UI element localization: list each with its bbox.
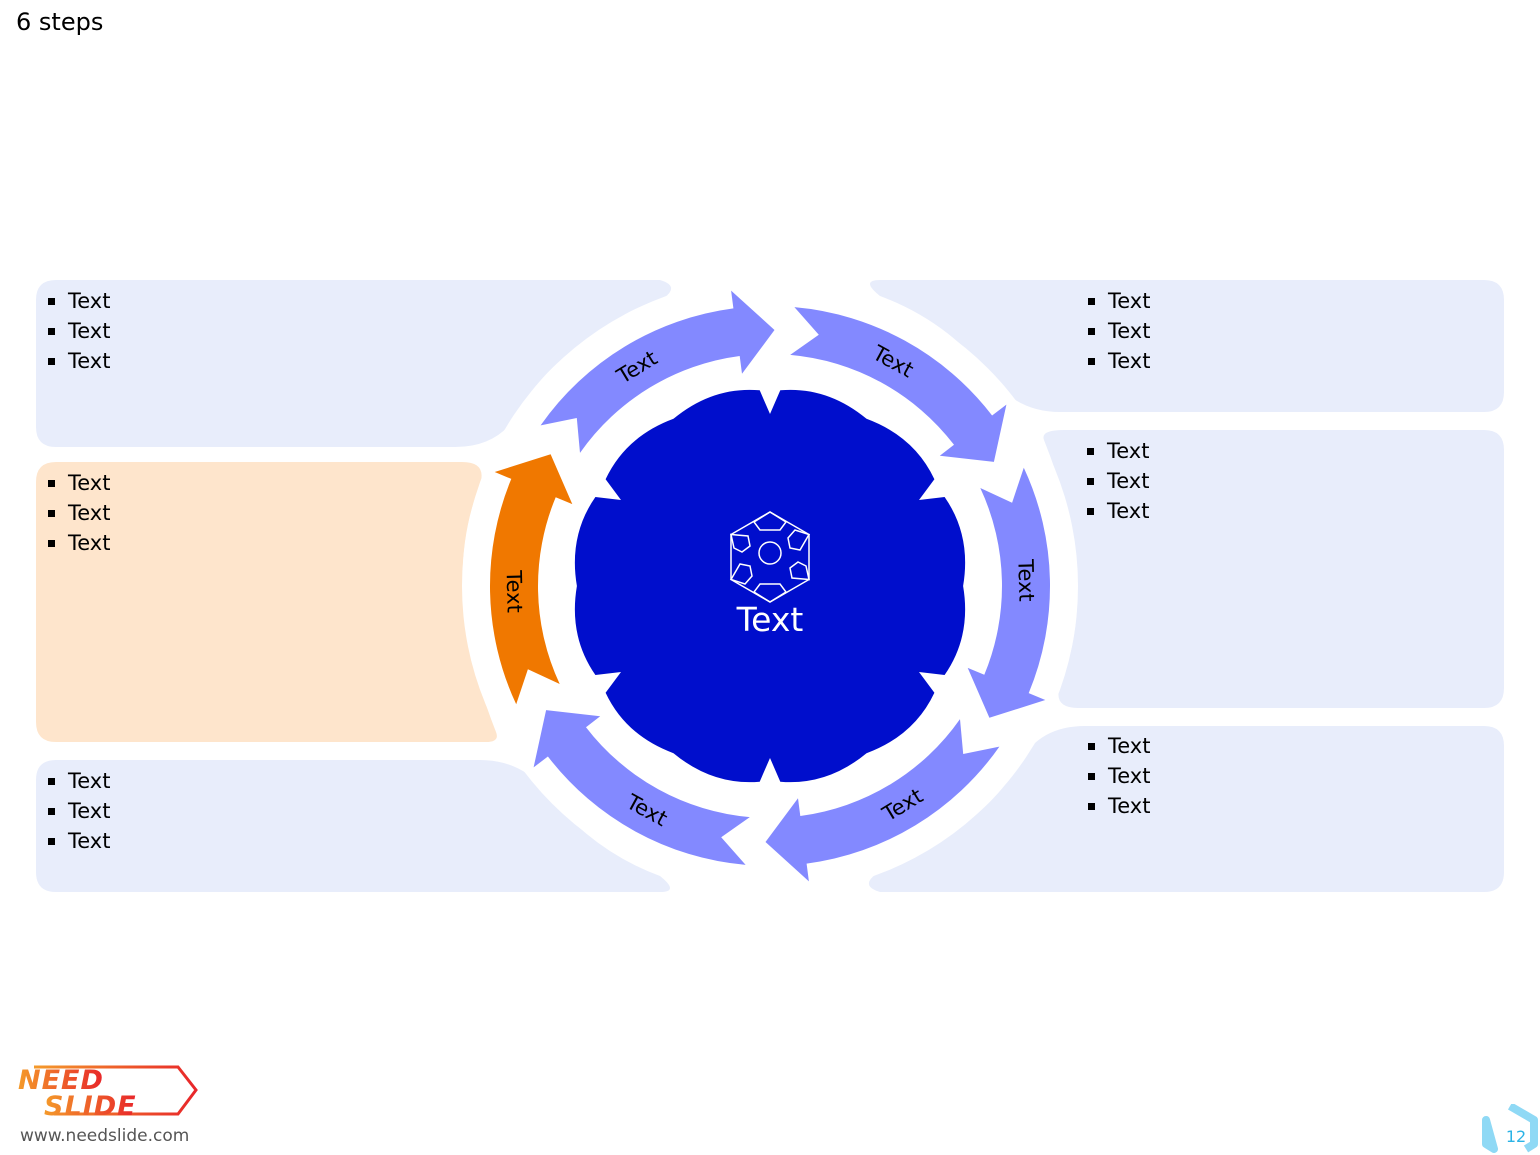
page-number: 12 [1505,1127,1527,1146]
list-item: Text [48,766,110,796]
list-item: Text [48,468,110,498]
box-middle-right-shape [1043,430,1504,708]
center-hub[interactable]: Text [574,389,966,783]
cycle-arrow-2[interactable] [790,307,1007,462]
list-item: Text [1088,316,1150,346]
slide-title: 6 steps [16,8,104,36]
box-middle-right-list: Text Text Text [1087,436,1149,526]
cycle-arrow-label-3: Text [1013,558,1038,602]
box-top-left-shape [36,280,672,447]
cycle-arrow-1[interactable] [540,290,775,453]
list-item: Text [48,498,110,528]
page-badge-icon [1482,1104,1538,1153]
list-item: Text [1088,286,1150,316]
box-top-right-list: Text Text Text [1088,286,1150,376]
box-bottom-left-shape [36,760,670,892]
cycle-arrow-6[interactable] [489,454,573,705]
cycle-arrow-5[interactable] [533,710,750,865]
center-label: Text [736,600,804,639]
cycle-arrow-3[interactable] [967,467,1051,718]
box-middle-left-list: Text Text Text [48,468,110,558]
logo-text-bottom: SLIDE [44,1091,137,1122]
list-item: Text [1088,346,1150,376]
site-url[interactable]: www.needslide.com [20,1126,190,1146]
list-item: Text [48,528,110,558]
cycle-arrow-4[interactable] [765,719,1000,882]
box-top-left-list: Text Text Text [48,286,110,376]
box-top-right-shape [870,280,1504,412]
list-item: Text [48,346,110,376]
box-middle-left-shape[interactable] [36,462,497,742]
box-bottom-right-shape [868,726,1504,892]
hexagon-cycle-icon [729,511,811,603]
cycle-arrow-label-6: Text [502,569,527,613]
list-item: Text [1088,761,1150,791]
needslide-logo[interactable]: NEED SLIDE [14,1062,204,1124]
list-item: Text [1088,791,1150,821]
list-item: Text [1087,466,1149,496]
list-item: Text [48,796,110,826]
center-flower-shape [574,389,966,783]
logo-arrow-shape [34,1065,198,1116]
box-bottom-left-list: Text Text Text [48,766,110,856]
list-item: Text [48,286,110,316]
list-item: Text [48,826,110,856]
list-item: Text [48,316,110,346]
list-item: Text [1087,436,1149,466]
list-item: Text [1087,496,1149,526]
text-boxes-layer [36,280,1504,892]
list-item: Text [1088,731,1150,761]
logo-text-top: NEED [18,1065,104,1096]
box-bottom-right-list: Text Text Text [1088,731,1150,821]
